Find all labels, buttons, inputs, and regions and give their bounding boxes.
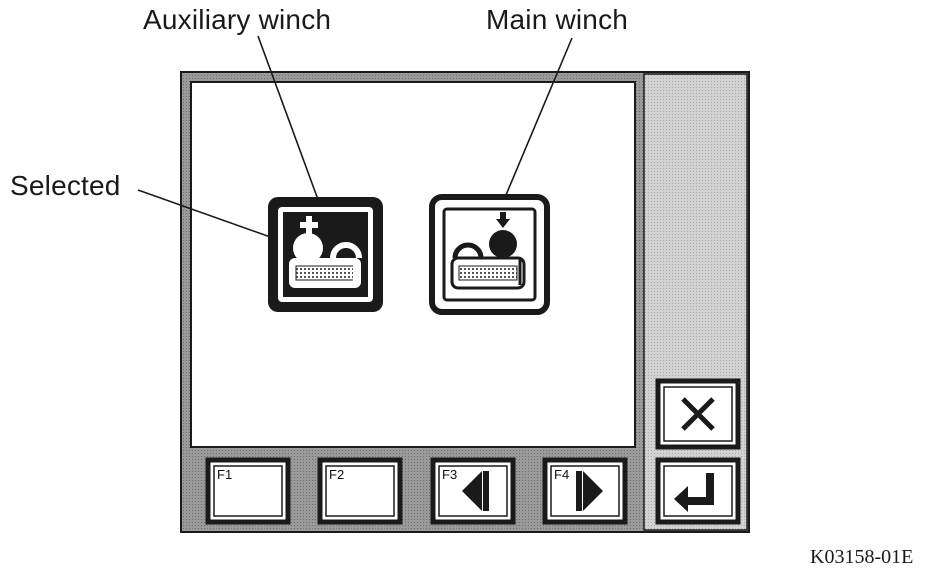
f2-key[interactable] (317, 457, 403, 525)
close-button[interactable] (655, 378, 741, 450)
enter-icon (674, 473, 714, 512)
f1-key[interactable] (205, 457, 291, 525)
f3-label: F3 (442, 467, 458, 482)
auxiliary-winch-icon (289, 216, 362, 288)
leader-line-main (497, 37, 573, 215)
figure-code: K03158-01E (810, 546, 914, 568)
leader-line-auxiliary (257, 35, 321, 206)
callout-main-winch: Main winch (486, 4, 629, 35)
side-strip (643, 73, 748, 531)
leader-line-selected (137, 189, 291, 245)
f3-key[interactable] (430, 457, 516, 525)
f2-label: F2 (329, 467, 345, 482)
arrow-left-icon (462, 471, 489, 511)
enter-button[interactable] (655, 457, 741, 525)
callout-selected: Selected (10, 170, 121, 201)
arrow-right-icon (576, 471, 603, 511)
auxiliary-winch-button[interactable] (268, 197, 383, 312)
callout-auxiliary-winch: Auxiliary winch (143, 4, 332, 35)
screen-area (190, 81, 636, 448)
close-icon (681, 397, 715, 431)
main-winch-button[interactable] (429, 194, 550, 315)
f1-label: F1 (217, 467, 233, 482)
f4-key[interactable] (542, 457, 628, 525)
f4-label: F4 (554, 467, 570, 482)
main-winch-icon (450, 212, 526, 290)
